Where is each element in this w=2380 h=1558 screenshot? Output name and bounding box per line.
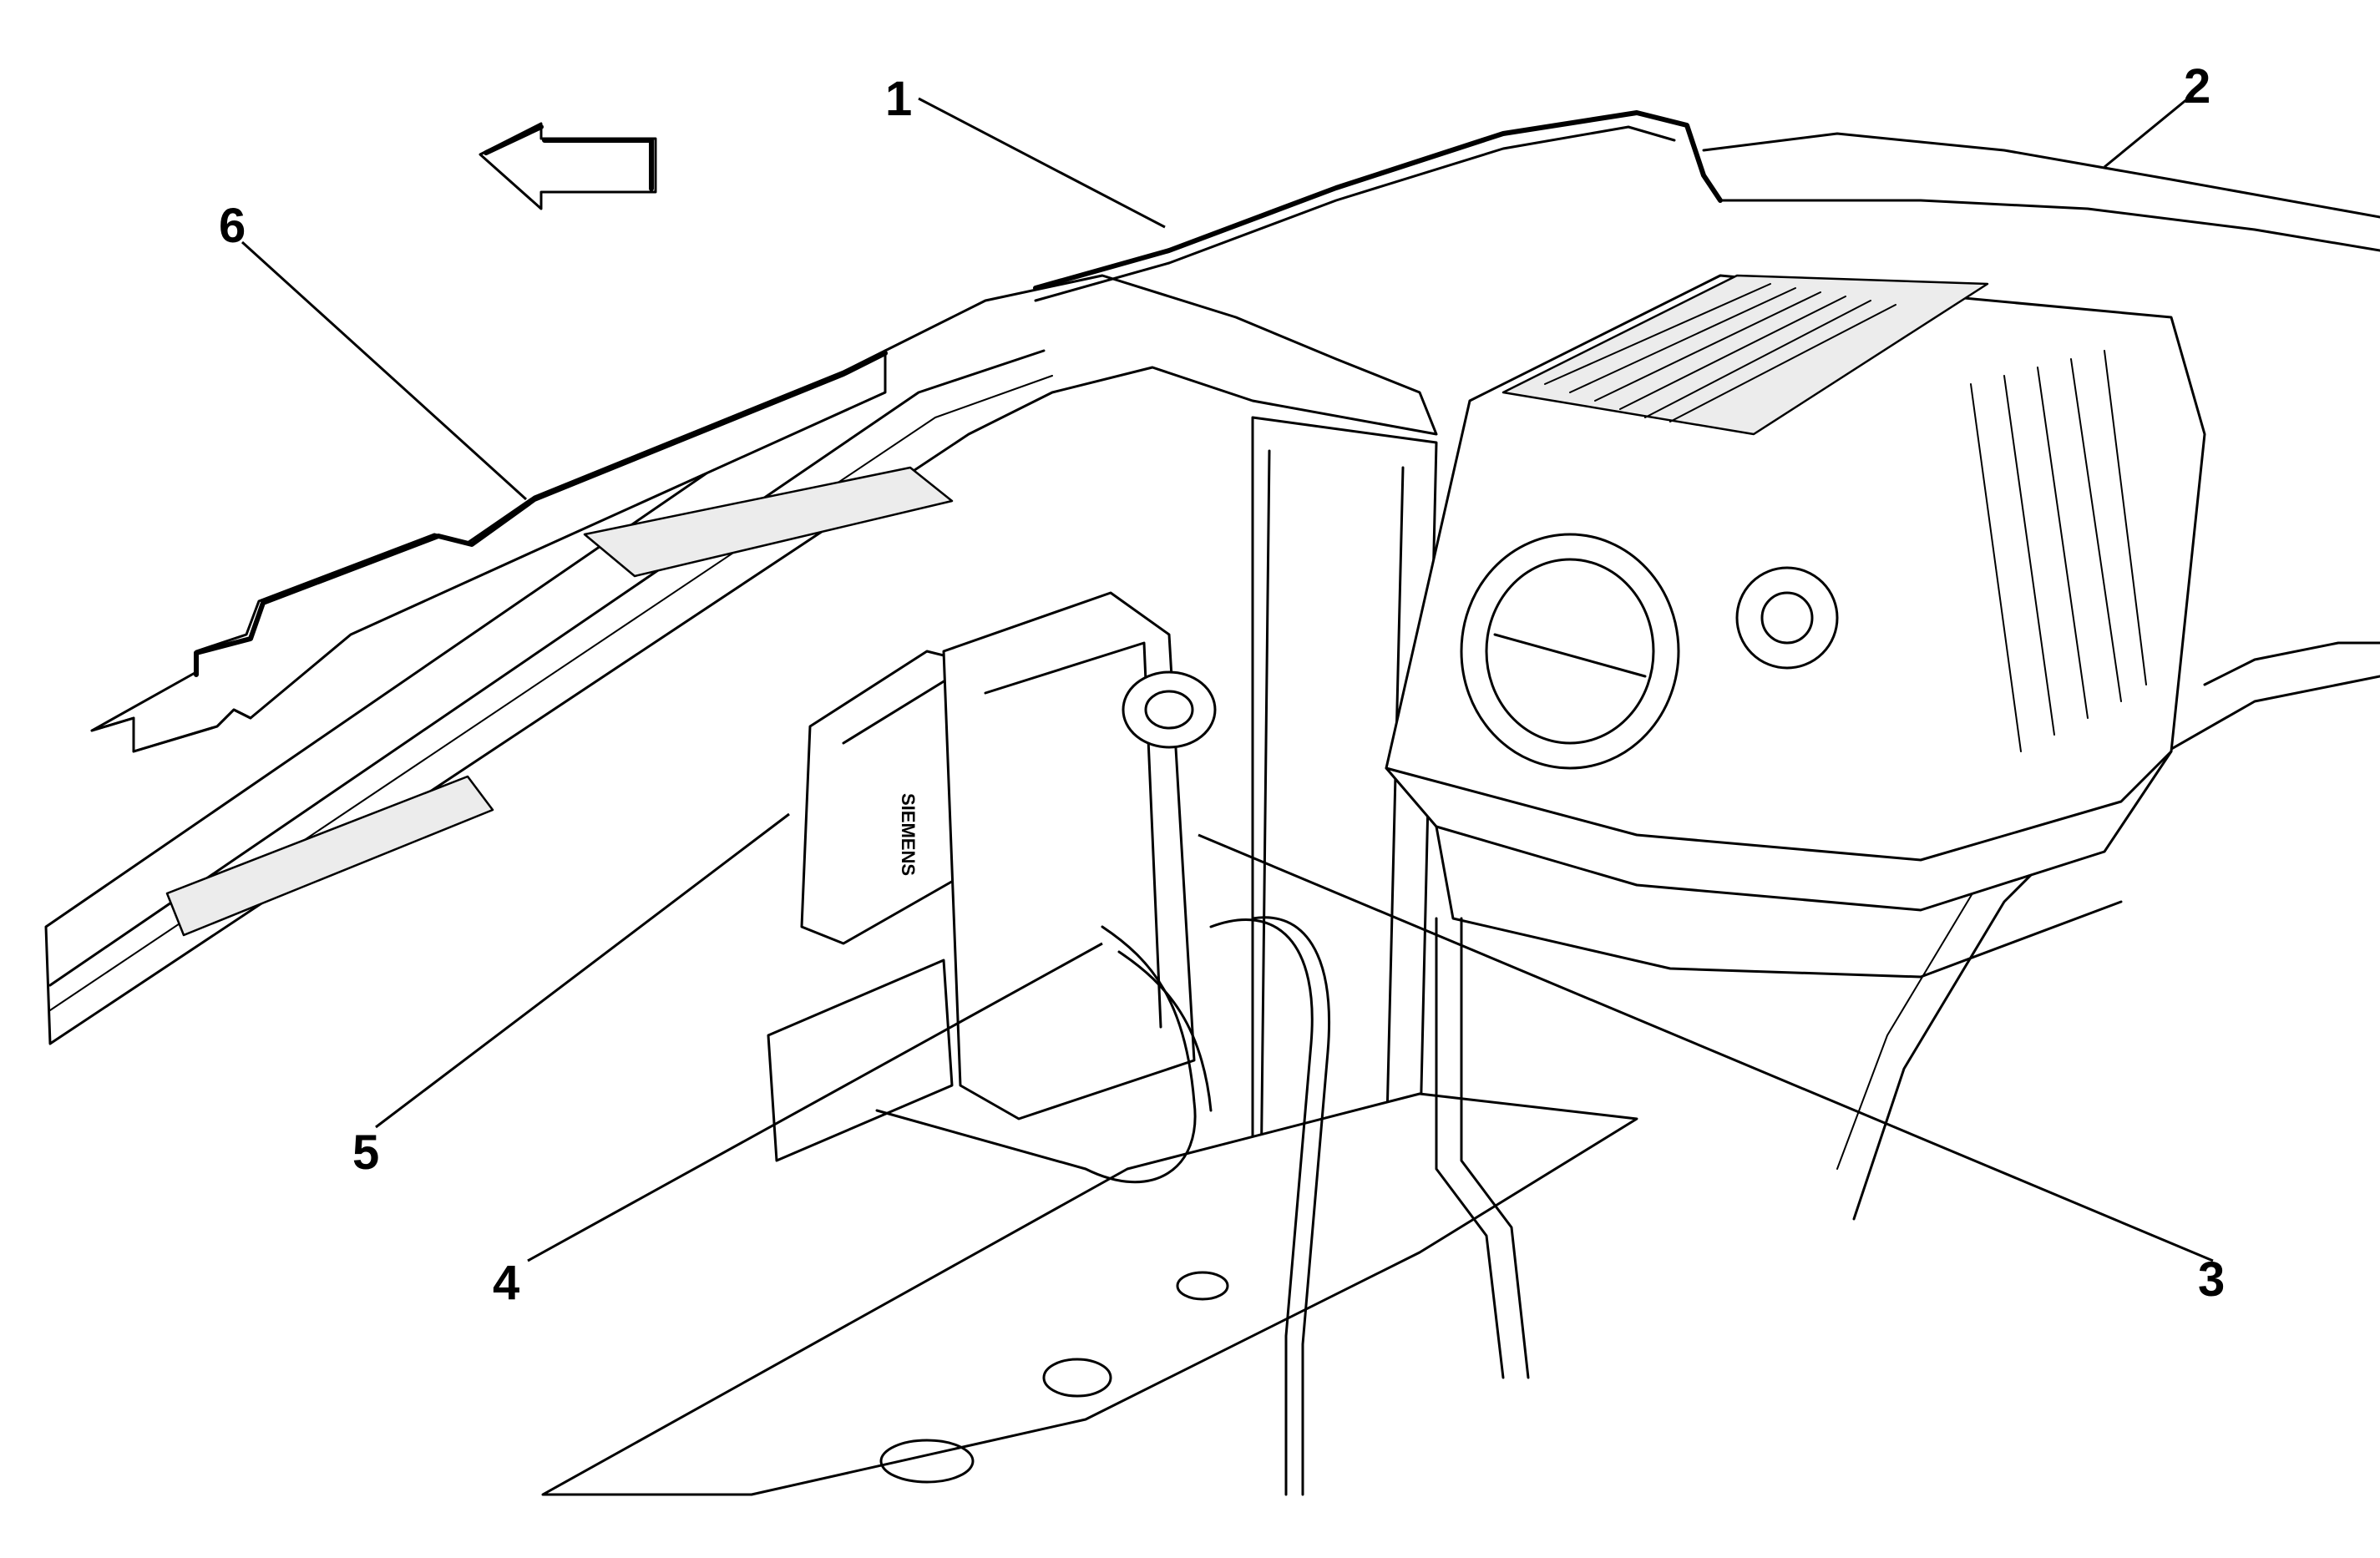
air-cleaner-assembly bbox=[1385, 274, 2206, 979]
module-bracket bbox=[942, 591, 1217, 1120]
air-baffle bbox=[90, 349, 888, 753]
hood-seal bbox=[1033, 110, 1723, 302]
wiring-harness bbox=[875, 916, 1530, 1496]
callout-6: 6 bbox=[219, 199, 246, 253]
callout-1: 1 bbox=[885, 72, 912, 126]
leader-5 bbox=[375, 812, 790, 1129]
lower-crossmember bbox=[541, 1092, 1638, 1496]
callout-3: 3 bbox=[2198, 1252, 2225, 1307]
radiator-support-plate bbox=[1251, 416, 1438, 1212]
air-cleaner-ribs bbox=[1544, 283, 2147, 752]
direction-arrow-icon bbox=[479, 122, 657, 210]
callouts: 1 2 3 4 5 6 bbox=[219, 59, 2225, 1310]
control-module: SIEMENS bbox=[767, 650, 962, 1162]
leader-1 bbox=[918, 97, 1166, 229]
module-label: SIEMENS bbox=[898, 793, 919, 876]
leader-4 bbox=[527, 942, 1103, 1262]
upper-tie-bar bbox=[44, 274, 1438, 1045]
leader-lines bbox=[241, 97, 2214, 1262]
leader-3 bbox=[1198, 833, 2214, 1262]
callout-5: 5 bbox=[352, 1126, 379, 1180]
callout-2: 2 bbox=[2184, 59, 2210, 114]
leader-6 bbox=[241, 240, 528, 501]
callout-4: 4 bbox=[493, 1256, 519, 1310]
leader-2 bbox=[2104, 97, 2189, 169]
